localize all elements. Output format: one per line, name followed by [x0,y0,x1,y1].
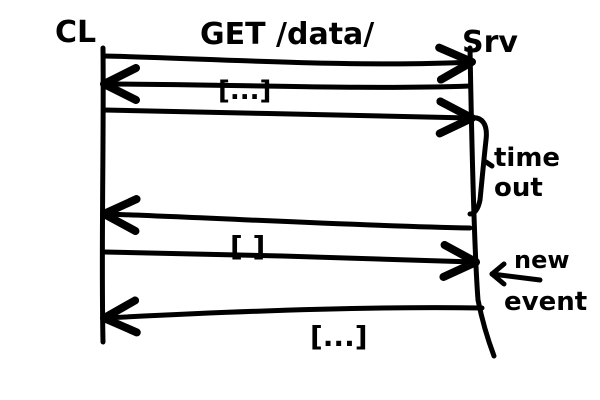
payload-label-3: [...] [310,320,368,353]
response-arrow-3 [100,296,485,337]
timeout-bracket-tick [483,159,495,169]
payload-label-2: [ ] [230,230,265,263]
request-arrow-3 [101,240,480,281]
client-lifeline [99,45,106,345]
response-arrow-2 [100,195,473,236]
client-label: CL [55,15,96,50]
request-label: GET /data/ [200,17,374,52]
payload-label-1: [...] [218,76,271,106]
request-arrow-2 [101,97,476,138]
new-event-label-line-2: event [504,287,587,317]
new-event-label-line-1: new [514,246,570,274]
request-arrow [101,43,476,84]
new-event-pointer-head [489,261,507,287]
response-arrow-1 [100,64,473,105]
timeout-bracket [467,115,489,217]
new-event-pointer [489,271,543,283]
timeout-label-line-2: out [494,173,543,203]
timeout-label-line-1: time [494,143,560,173]
